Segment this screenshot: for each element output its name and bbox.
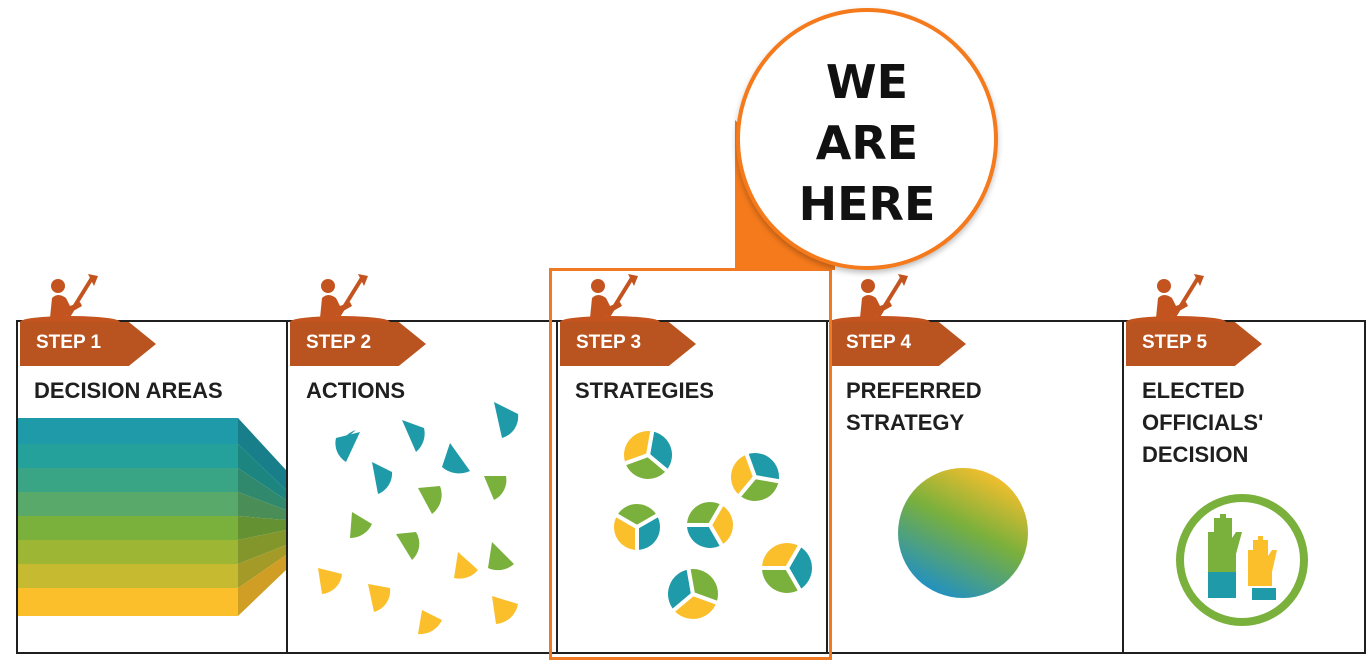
strategy-wedge — [707, 500, 737, 550]
strategy-wedge — [757, 566, 804, 597]
step-3-title: STRATEGIES — [575, 378, 714, 403]
step-1-arrow — [20, 322, 156, 366]
current-step-highlight — [549, 268, 832, 660]
strategy-wedge — [620, 427, 655, 467]
step-3-arrow — [560, 322, 696, 366]
step-3-panel — [556, 320, 828, 654]
strategy-wedge — [685, 565, 722, 606]
callout-line-1: WE — [825, 55, 909, 109]
strategy-wedge — [664, 565, 696, 615]
step-5-panel — [1122, 320, 1366, 654]
step-3-label: STEP 3 — [576, 332, 642, 353]
step-5-title-line-3: DECISION — [1142, 442, 1249, 467]
step-2-label: STEP 2 — [306, 332, 372, 353]
we-are-here-callout: WE ARE HERE — [736, 8, 998, 270]
strategy-wedge — [743, 449, 783, 484]
step-5-arrow — [1126, 322, 1262, 366]
strategy-wedge — [645, 427, 676, 475]
strategy-wedge — [757, 539, 804, 570]
step-1-label: STEP 1 — [36, 332, 102, 353]
callout-line-2: ARE — [815, 116, 919, 170]
action-pieces — [318, 402, 519, 635]
callout-line-3: HERE — [798, 177, 936, 231]
step-5-title-line-2: OFFICIALS' — [1142, 410, 1264, 435]
step-5-title-line-1: ELECTED — [1142, 378, 1245, 403]
decision-areas-layers — [18, 418, 286, 616]
strategy-circles — [610, 427, 816, 623]
strategy-wedge — [735, 474, 783, 505]
step-4-title-line-2: STRATEGY — [846, 410, 965, 435]
step-2-panel — [286, 320, 558, 654]
step-2-arrow — [290, 322, 426, 366]
step-4-label: STEP 4 — [846, 332, 912, 353]
step-4-arrow — [830, 322, 966, 366]
step-4-title-line-1: PREFERRED — [846, 378, 982, 403]
step-1-title: DECISION AREAS — [34, 378, 223, 403]
step-2-title: ACTIONS — [306, 378, 405, 403]
step-5-label: STEP 5 — [1142, 332, 1208, 353]
strategy-wedge — [612, 500, 662, 530]
preferred-strategy-sphere — [898, 468, 1028, 598]
